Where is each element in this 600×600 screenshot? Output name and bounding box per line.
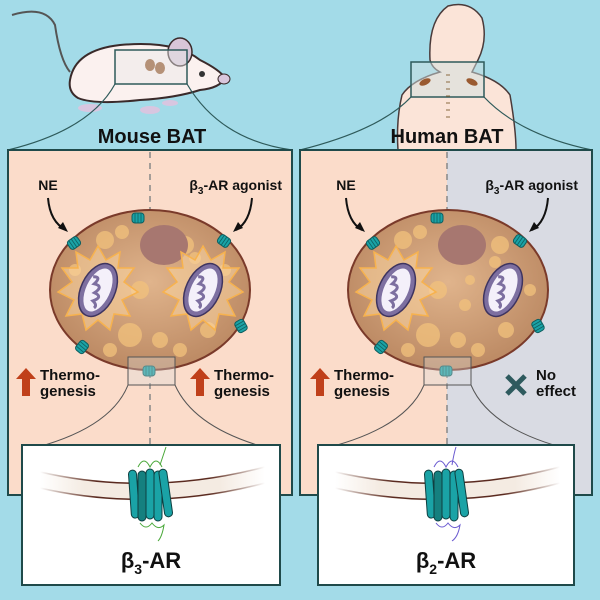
bat-depot bbox=[419, 78, 431, 86]
ne-label: NE bbox=[336, 177, 355, 193]
bat-depot bbox=[466, 78, 478, 86]
mouse-nose bbox=[217, 73, 231, 85]
nucleus bbox=[140, 225, 188, 265]
lipid-droplets bbox=[378, 225, 536, 357]
nucleus bbox=[438, 225, 486, 265]
bat-depot bbox=[145, 59, 155, 71]
zoom-line bbox=[299, 96, 412, 151]
receptor-icon bbox=[430, 212, 444, 224]
beta3-ar-receptor bbox=[128, 446, 174, 542]
panel-title-human: Human BAT bbox=[391, 126, 504, 148]
mouse-panel: NE β3-AR agonist Thermo- ge bbox=[7, 149, 293, 586]
agonist-arrowhead bbox=[529, 222, 539, 232]
zoom-line bbox=[186, 83, 293, 151]
outcome-text: genesis bbox=[214, 383, 270, 400]
x-icon bbox=[505, 374, 527, 396]
beta2-ar-receptor bbox=[424, 446, 470, 542]
mouse-illustration bbox=[7, 10, 293, 151]
agonist-arrowhead bbox=[233, 222, 243, 232]
receptor-zoom-box bbox=[423, 356, 472, 386]
receptor-label: β2-AR bbox=[416, 548, 476, 577]
ne-arrowhead bbox=[355, 222, 365, 232]
mouse-tail bbox=[11, 10, 71, 73]
zoom-line bbox=[483, 96, 593, 151]
receptor-label: β3-AR bbox=[121, 548, 181, 577]
ne-arrowhead bbox=[58, 222, 68, 232]
ne-label: NE bbox=[38, 177, 57, 193]
outcome-text: Thermo- bbox=[214, 367, 274, 384]
outcome-text: Thermo- bbox=[334, 367, 394, 384]
outcome-text: Thermo- bbox=[40, 367, 100, 384]
mouse-eye bbox=[199, 71, 205, 77]
agonist-label: β3-AR agonist bbox=[189, 177, 282, 197]
outcome-text: genesis bbox=[40, 383, 96, 400]
agonist-label: β3-AR agonist bbox=[485, 177, 578, 197]
receptor-icon bbox=[131, 212, 145, 224]
receptor-zoom-box bbox=[127, 356, 176, 386]
mouse-ear bbox=[167, 37, 193, 67]
human-illustration bbox=[299, 3, 593, 151]
outcome-text: genesis bbox=[334, 383, 390, 400]
bat-depot bbox=[155, 62, 165, 74]
outcome-text: No bbox=[536, 367, 556, 384]
zoom-line bbox=[7, 83, 116, 151]
outcome-text: effect bbox=[536, 383, 576, 400]
spine bbox=[446, 74, 450, 118]
mouse-zoom-box bbox=[114, 49, 188, 85]
panel-title-mouse: Mouse BAT bbox=[98, 126, 207, 148]
human-panel: NE β3-AR agonist Thermo- genesis bbox=[299, 149, 593, 586]
